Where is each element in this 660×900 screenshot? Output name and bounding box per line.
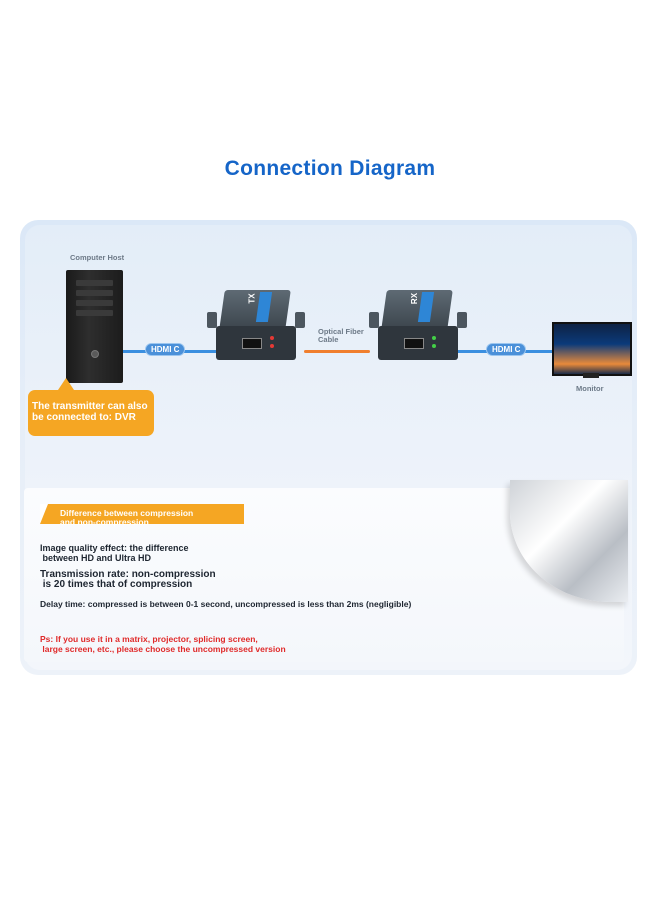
hdmi-port-icon <box>404 338 424 349</box>
callout-line-2: be connected to: DVR <box>32 412 136 423</box>
optical-fiber-label: Optical Fiber Cable <box>318 328 378 344</box>
receiver-box-icon: RX <box>369 290 467 368</box>
notes-heading-bar <box>40 504 244 524</box>
led-icon <box>270 336 274 340</box>
power-button-icon <box>91 350 99 358</box>
computer-tower-icon <box>66 270 123 383</box>
drive-bay <box>76 300 113 306</box>
led-icon <box>270 344 274 348</box>
mount-ear <box>207 312 217 328</box>
callout-text: The transmitter can also be connected to… <box>32 401 172 423</box>
fiber-label-line-1: Optical Fiber <box>318 327 364 336</box>
notes-heading-bar-cut <box>40 504 48 524</box>
mount-ear <box>295 312 305 328</box>
led-icon <box>432 336 436 340</box>
image-quality-line-2: between HD and Ultra HD <box>40 553 152 563</box>
monitor-icon <box>552 322 632 376</box>
rate-line-1: Transmission rate: non-compression <box>40 569 216 580</box>
led-icon <box>432 344 436 348</box>
mount-ear <box>457 312 467 328</box>
notes-heading-line-1: Difference between compression <box>60 508 194 518</box>
drive-bay <box>76 310 113 316</box>
notes-heading-line-2: and non-compression <box>60 517 149 527</box>
transmission-rate-text: Transmission rate: non-compression is 20… <box>40 570 216 590</box>
hdmi-port-icon <box>242 338 262 349</box>
monitor-stand <box>583 373 599 378</box>
image-quality-text: Image quality effect: the difference bet… <box>40 543 189 563</box>
callout-bubble <box>28 378 154 436</box>
image-quality-line-1: Image quality effect: the difference <box>40 543 189 553</box>
notes-heading: Difference between compression and non-c… <box>60 509 260 527</box>
drive-bay <box>76 290 113 296</box>
drive-bay <box>76 280 113 286</box>
rate-line-2: is 20 times that of compression <box>40 579 193 590</box>
hdmi-input-tag: HDMI C <box>145 343 186 356</box>
delay-time-text: Delay time: compressed is between 0-1 se… <box>40 599 412 609</box>
transmitter-box-icon: TX <box>207 290 305 368</box>
page-title: Connection Diagram <box>224 157 436 180</box>
ps-note: Ps: If you use it in a matrix, projector… <box>40 634 286 654</box>
computer-host-label: Computer Host <box>70 253 125 262</box>
fiber-label-line-2: Cable <box>318 335 339 344</box>
hdmi-output-tag: HDMI C <box>486 343 527 356</box>
ps-line-1: Ps: If you use it in a matrix, projector… <box>40 634 258 644</box>
monitor-label: Monitor <box>576 384 604 393</box>
tx-label: TX <box>247 293 257 304</box>
ps-line-2: large screen, etc., please choose the un… <box>40 644 286 654</box>
rx-label: RX <box>410 292 420 305</box>
optical-fiber-cable <box>304 350 370 353</box>
mount-ear <box>369 312 379 328</box>
callout-line-1: The transmitter can also <box>32 401 148 412</box>
